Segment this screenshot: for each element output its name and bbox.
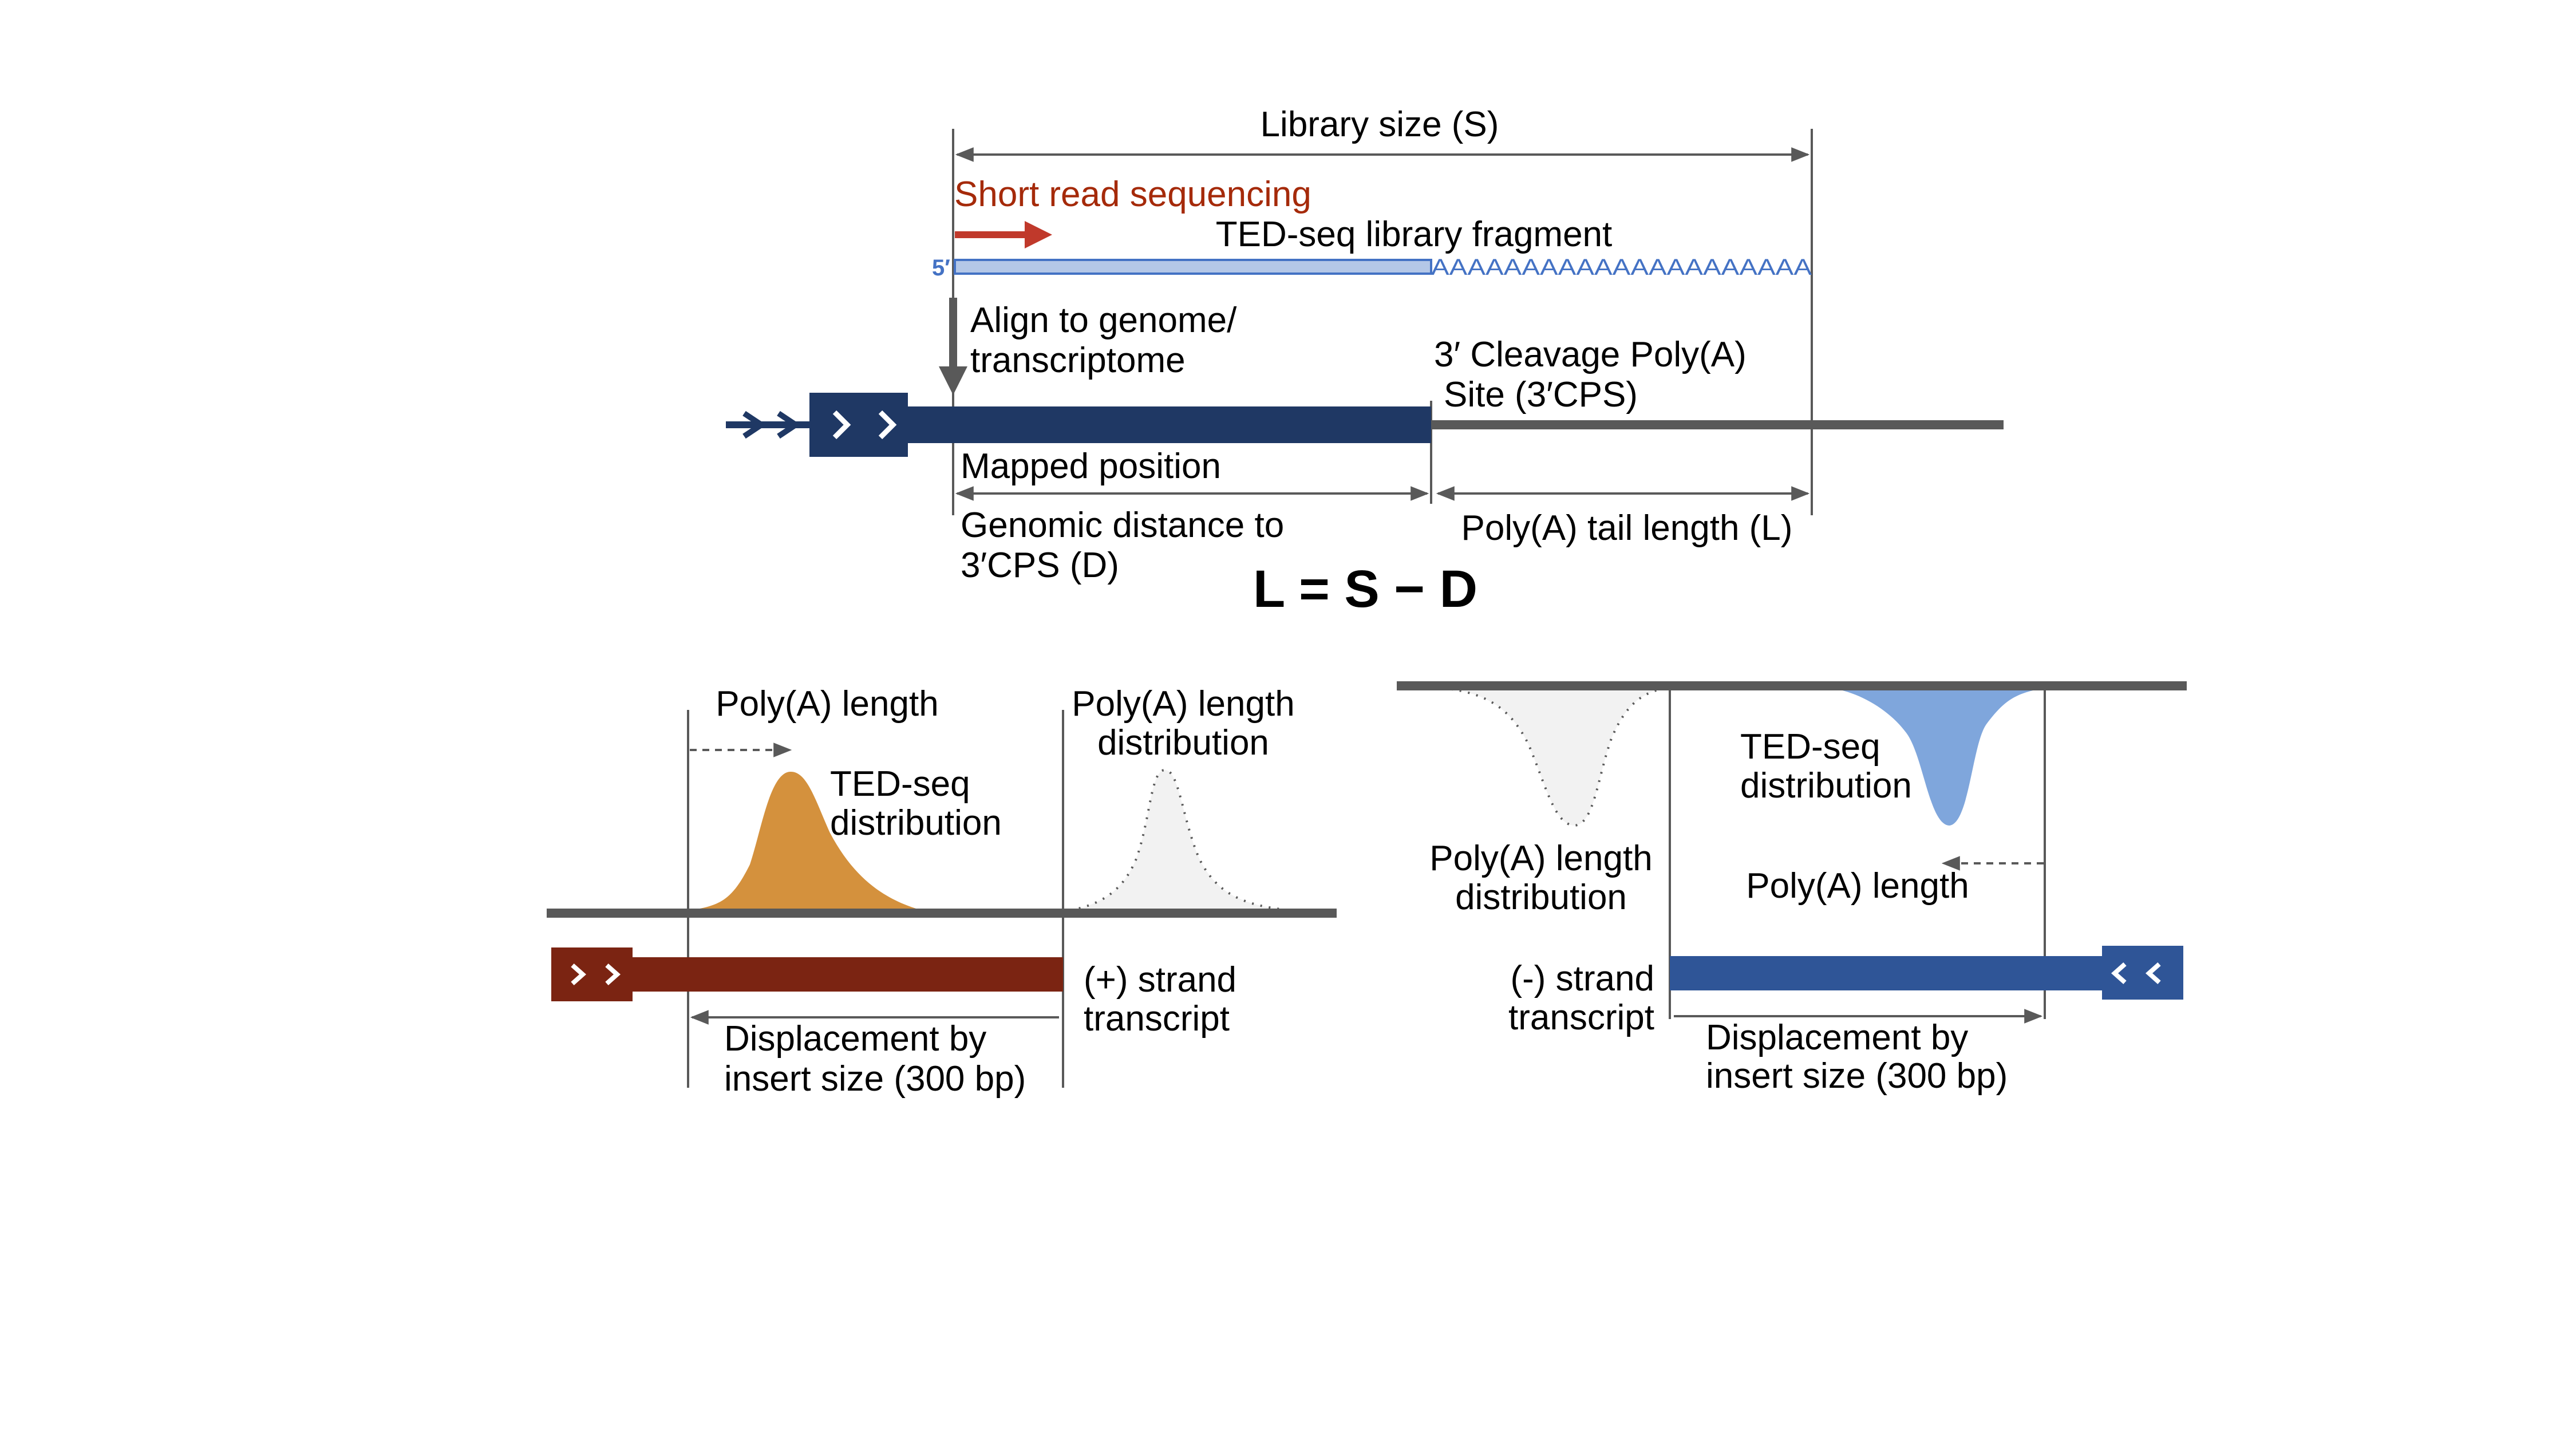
align-arrowhead bbox=[939, 366, 967, 395]
five-prime-label: 5′ bbox=[932, 255, 950, 281]
genomic-distance-label-1: Genomic distance to bbox=[961, 506, 1284, 545]
short-read-label: Short read sequencing bbox=[954, 175, 1311, 214]
tail-length-label: Poly(A) tail length (L) bbox=[1461, 508, 1793, 548]
minus-transcript-bar bbox=[1670, 956, 2102, 990]
exon-chevron-icon-2 bbox=[878, 410, 897, 440]
plus-strand-panel: Poly(A) length TED-seq distribution Poly… bbox=[547, 684, 1337, 1099]
minus-strand-label-2: transcript bbox=[1508, 998, 1654, 1037]
polyA-dist-peak-plus bbox=[1070, 768, 1291, 911]
left-dist-label-2: distribution bbox=[1097, 723, 1269, 763]
right-displacement-label-1: Displacement by bbox=[1706, 1018, 1968, 1057]
plus-strand-label-1: (+) strand bbox=[1084, 960, 1236, 1000]
right-dist-label-1: Poly(A) length bbox=[1429, 839, 1652, 878]
minus-chevron-icon-2 bbox=[2145, 962, 2161, 984]
left-ted-label-1: TED-seq bbox=[830, 764, 970, 804]
ted-seq-peak-plus bbox=[690, 771, 922, 910]
fragment-label: TED-seq library fragment bbox=[1216, 215, 1613, 254]
plus-chevron-icon-2 bbox=[605, 964, 621, 985]
right-ted-label-2: distribution bbox=[1740, 766, 1912, 806]
left-dist-label-1: Poly(A) length bbox=[1072, 684, 1294, 724]
library-size-label: Library size (S) bbox=[1261, 105, 1499, 144]
right-ted-label-1: TED-seq bbox=[1740, 727, 1880, 767]
left-displacement-label-2: insert size (300 bp) bbox=[724, 1059, 1026, 1099]
minus-chevron-icon bbox=[2111, 962, 2127, 984]
formula: L = S − D bbox=[1253, 560, 1477, 618]
polyA-dist-peak-minus bbox=[1442, 687, 1668, 827]
left-polyA-length-label: Poly(A) length bbox=[716, 684, 938, 724]
mapped-position-label: Mapped position bbox=[961, 447, 1221, 486]
plus-chevron-icon bbox=[571, 964, 587, 985]
intron-chevron-icon-2 bbox=[777, 410, 801, 439]
top-schematic: Library size (S) Short read sequencing T… bbox=[726, 105, 2004, 618]
plus-strand-label-2: transcript bbox=[1084, 999, 1230, 1039]
minus-strand-panel: TED-seq distribution Poly(A) length dist… bbox=[1397, 681, 2187, 1096]
cps-label-2: Site (3′CPS) bbox=[1444, 375, 1638, 414]
cps-label-1: 3′ Cleavage Poly(A) bbox=[1434, 335, 1747, 374]
left-ted-label-2: distribution bbox=[830, 803, 1002, 843]
exon-chevron-icon bbox=[832, 410, 851, 440]
left-displacement-label-1: Displacement by bbox=[724, 1019, 986, 1059]
minus-strand-label-1: (-) strand bbox=[1511, 959, 1654, 998]
polyA-sequence: AAAAAAAAAAAAAAAAAAAAA bbox=[1431, 255, 1812, 280]
ted-seq-peak-minus bbox=[1832, 688, 2045, 826]
align-label-1: Align to genome/ bbox=[970, 301, 1237, 340]
right-polyA-length-label: Poly(A) length bbox=[1746, 866, 1969, 906]
plus-transcript-bar bbox=[633, 957, 1063, 992]
library-fragment bbox=[954, 259, 1432, 275]
short-read-arrowhead bbox=[1025, 221, 1052, 248]
utr-bar bbox=[908, 406, 1431, 443]
genomic-distance-label-2: 3′CPS (D) bbox=[961, 546, 1119, 585]
align-label-2: transcriptome bbox=[970, 341, 1186, 380]
right-dist-label-2: distribution bbox=[1455, 878, 1627, 917]
intron-chevron-icon bbox=[742, 410, 767, 439]
right-displacement-label-2: insert size (300 bp) bbox=[1706, 1056, 2008, 1096]
